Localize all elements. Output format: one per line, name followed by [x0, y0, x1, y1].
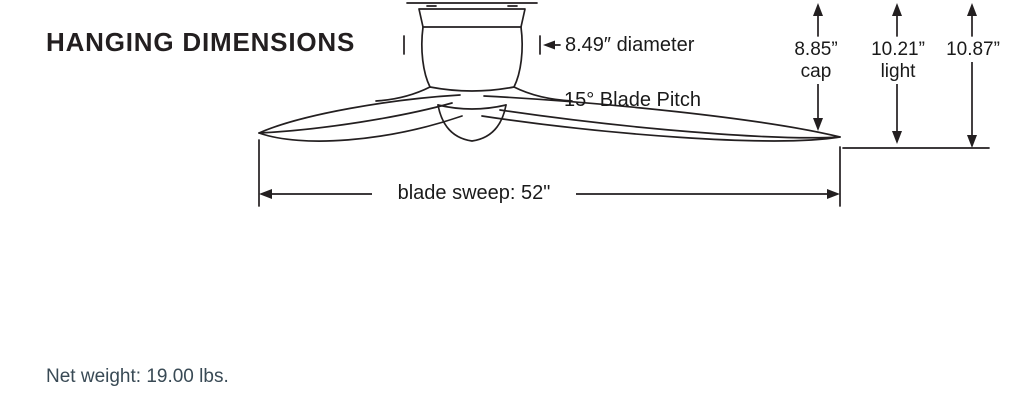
cap-dimension-label: 8.85” cap: [776, 38, 856, 84]
cap-height-dimension-arrow: [813, 3, 823, 131]
page-title: HANGING DIMENSIONS: [46, 27, 356, 57]
cap-dimension-value: 8.85”: [794, 39, 838, 60]
blade-pitch-label: 15° Blade Pitch: [564, 89, 701, 111]
light-dimension-caption: light: [880, 61, 916, 82]
blade-sweep-dimension-arrow: [258, 139, 841, 207]
total-dimension-label: 10.87”: [932, 38, 1014, 62]
cap-dimension-caption: cap: [800, 61, 832, 82]
diameter-dimension-arrow: [403, 35, 561, 55]
light-height-dimension-arrow: [892, 3, 902, 144]
light-dimension-value: 10.21”: [871, 39, 925, 60]
blade-sweep-label: blade sweep: 52": [372, 182, 576, 205]
diameter-label: 8.49″ diameter: [565, 34, 695, 56]
total-height-dimension-arrow: [967, 3, 977, 148]
fan-drawing: [258, 2, 841, 142]
total-dimension-value: 10.87”: [946, 39, 1000, 60]
light-dimension-label: 10.21” light: [857, 38, 939, 84]
net-weight-label: Net weight: 19.00 lbs.: [46, 366, 229, 387]
